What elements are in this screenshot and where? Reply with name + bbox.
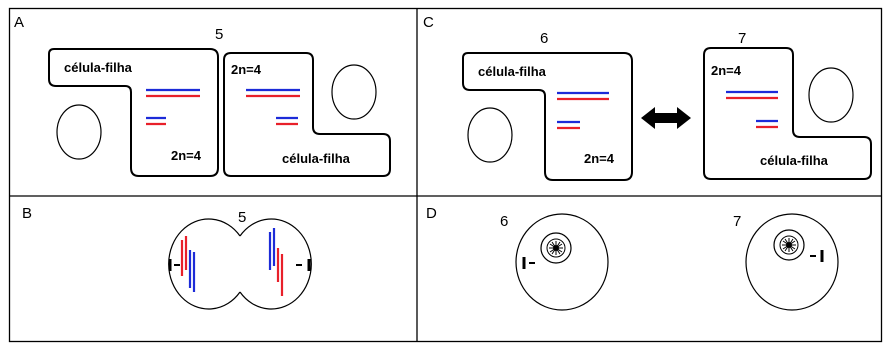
- panel-letter-c: C: [423, 14, 434, 31]
- stage-number-c-left: 6: [540, 30, 548, 47]
- ploidy-c-left: 2n=4: [584, 151, 615, 166]
- nucleus-a-right: [331, 64, 377, 120]
- stage-number-d-right: 7: [733, 213, 741, 230]
- outer-frame: [8, 7, 883, 343]
- stage-number-a: 5: [215, 26, 223, 43]
- panel-letter-b: B: [22, 205, 32, 222]
- centriole-d-right: [810, 250, 824, 262]
- cell-label-c-right: célula-filha: [760, 153, 829, 168]
- chromosomes-c-right: [726, 90, 778, 129]
- cell-label-a-left: célula-filha: [64, 60, 133, 75]
- ploidy-c-right: 2n=4: [711, 63, 742, 78]
- panel-a: A 5 célula-filha 2n=4 2n=4 célula-filha: [14, 14, 391, 177]
- nucleus-c-right: [808, 67, 854, 123]
- centriole-d-left: [522, 257, 535, 269]
- daughter-cell-left: [462, 52, 633, 181]
- chromatin-core: [553, 245, 559, 251]
- daughter-cell-left: [48, 48, 219, 177]
- nucleus-a-left: [56, 104, 102, 160]
- nucleolus-ring: [779, 235, 799, 255]
- nucleus-d-right: [773, 229, 805, 261]
- ploidy-a-left: 2n=4: [171, 148, 202, 163]
- chromosomes-a-right: [246, 88, 300, 126]
- daughter-cell-right: [703, 47, 872, 180]
- nuclear-envelope: [773, 229, 805, 261]
- chromosomes-a-left: [146, 88, 200, 126]
- stage-number-b: 5: [238, 209, 246, 226]
- ploidy-a-right: 2n=4: [231, 62, 262, 77]
- panel-letter-d: D: [426, 205, 437, 222]
- nucleus-c-left: [467, 107, 513, 163]
- cell-label-a-right: célula-filha: [282, 151, 351, 166]
- chromosomes-b-right: [268, 228, 284, 296]
- nucleolus-ring: [546, 238, 566, 258]
- cell-label-c-left: célula-filha: [478, 64, 547, 79]
- interphase-cell-right: [745, 213, 839, 311]
- daughter-cell-right: [223, 52, 391, 177]
- panel-d: D 6 7: [426, 205, 839, 311]
- chromosomes-c-left: [557, 91, 609, 130]
- chromatin-core: [786, 242, 792, 248]
- nuclear-envelope: [540, 232, 572, 264]
- nucleus-d-left: [540, 232, 572, 264]
- stage-number-c-right: 7: [738, 30, 746, 47]
- centriole-b-right: [296, 259, 311, 271]
- stage-number-d-left: 6: [500, 213, 508, 230]
- centriole-b-left: [168, 259, 180, 271]
- panel-letter-a: A: [14, 14, 24, 31]
- panel-c: C 6 7 célula-filha 2n=4 2n=4 célula-filh…: [423, 14, 872, 181]
- panel-grid: [8, 7, 883, 343]
- chromosomes-b-left: [180, 236, 196, 292]
- double-arrow-icon: [641, 107, 691, 129]
- interphase-cell-left: [515, 213, 609, 311]
- panel-b: B 5: [22, 205, 312, 310]
